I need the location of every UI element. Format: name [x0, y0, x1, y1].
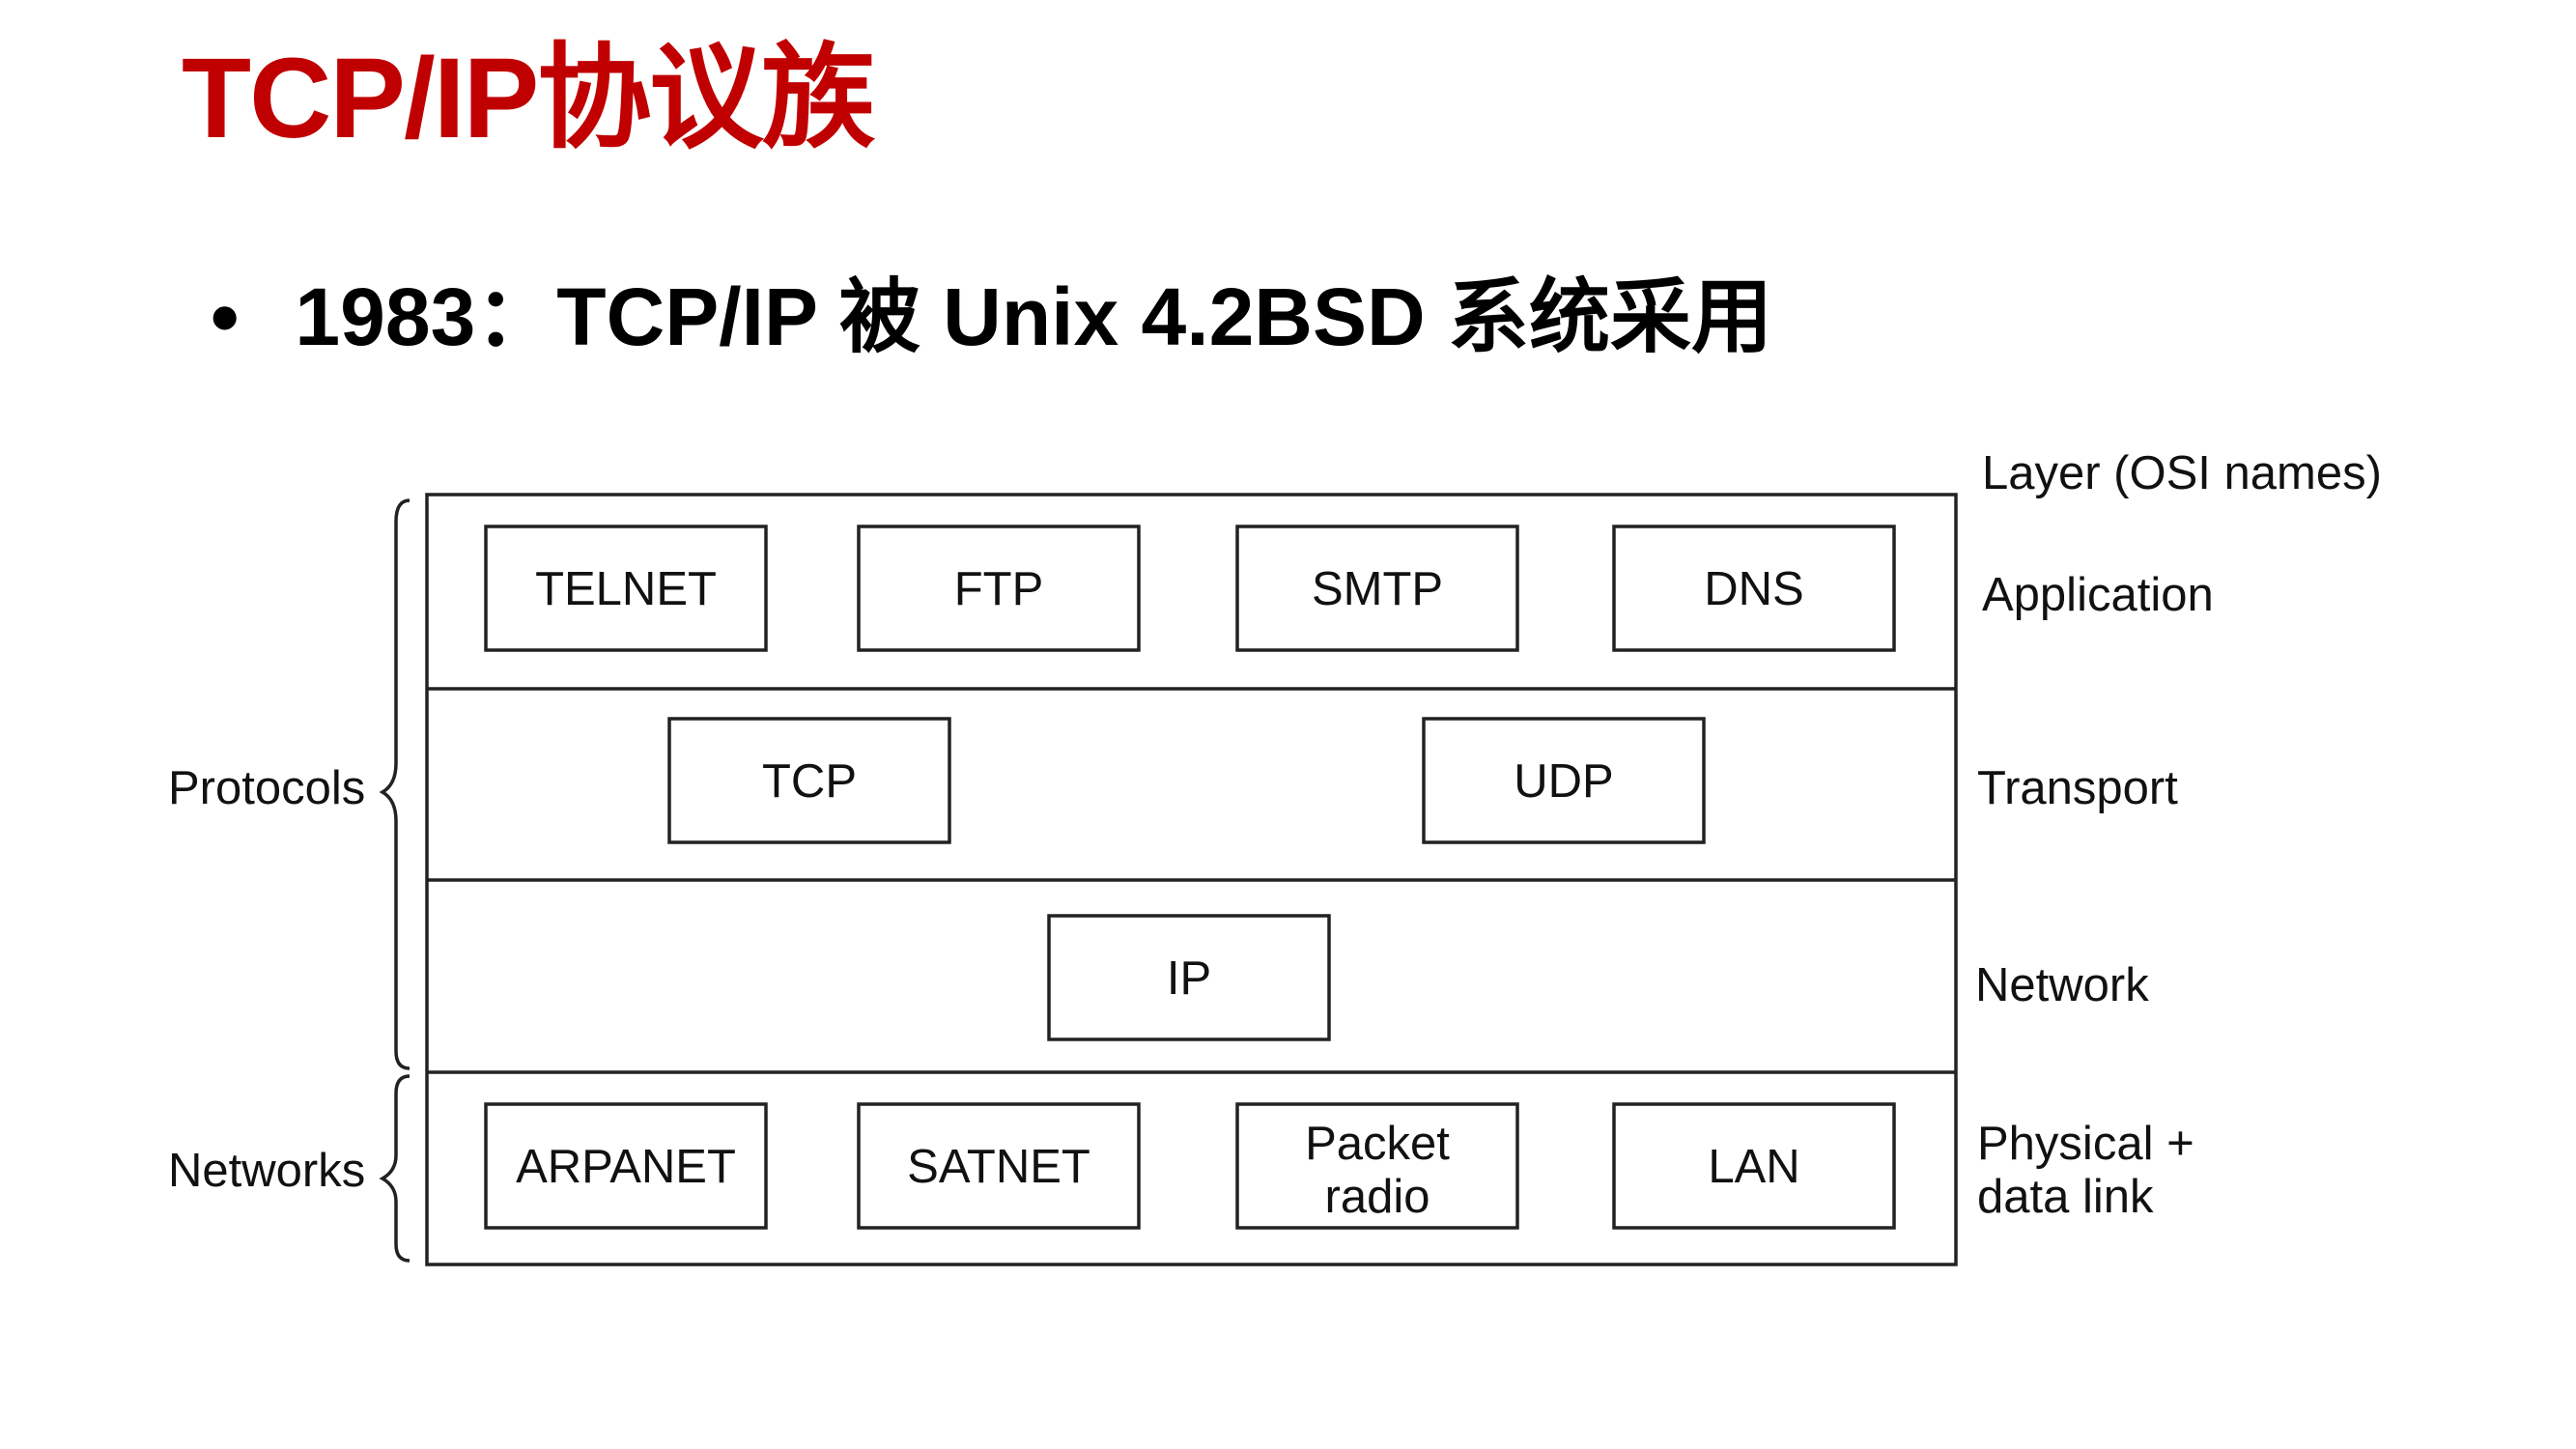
protocol-label: SMTP [1312, 563, 1443, 615]
bullet-marker: • [211, 271, 240, 362]
protocol-box-telnet: TELNET [484, 525, 768, 652]
group-label-networks: Networks [168, 1145, 365, 1197]
bullet-text: 1983：TCP/IP 被 Unix 4.2BSD 系统采用 [295, 271, 1772, 362]
protocol-box-satnet: SATNET [857, 1102, 1141, 1230]
layer-application: TELNET FTP SMTP DNS Application [484, 525, 2214, 652]
layer-transport: TCP UDP Transport [667, 717, 2178, 844]
protocol-label: ARPANET [516, 1141, 736, 1193]
layer-name-transport: Transport [1977, 762, 2178, 814]
protocol-label-line-1: Packet [1305, 1118, 1450, 1170]
protocol-box-lan: LAN [1612, 1102, 1896, 1230]
layer-name-physical-line-1: Physical + [1977, 1118, 2194, 1170]
protocol-label: TCP [762, 755, 857, 808]
protocol-label: DNS [1704, 563, 1803, 615]
bullet-item: • 1983：TCP/IP 被 Unix 4.2BSD 系统采用 [211, 271, 1772, 362]
layer-name-physical-line-2: data link [1977, 1171, 2154, 1223]
protocol-label: SATNET [907, 1141, 1090, 1193]
group-label-protocols: Protocols [168, 762, 365, 814]
protocol-box-arpanet: ARPANET [484, 1102, 768, 1230]
protocol-box-smtp: SMTP [1235, 525, 1519, 652]
protocol-label-line-2: radio [1325, 1171, 1430, 1223]
protocols-brace-icon [379, 498, 410, 1070]
protocol-label: IP [1167, 952, 1211, 1005]
layer-network: IP Network [1047, 914, 2149, 1041]
layer-physical-data-link: ARPANET SATNET Packet radio LAN Physical… [484, 1102, 2194, 1230]
group-networks: Networks [168, 1074, 410, 1263]
layer-name-application: Application [1982, 569, 2214, 621]
layer-header: Layer (OSI names) [1982, 447, 2382, 499]
protocol-box-dns: DNS [1612, 525, 1896, 652]
layer-stack [425, 493, 1958, 1266]
protocol-label: UDP [1514, 755, 1613, 808]
protocol-box-tcp: TCP [667, 717, 951, 844]
group-protocols: Protocols [168, 498, 410, 1070]
networks-brace-icon [379, 1074, 410, 1263]
protocol-label: TELNET [535, 563, 717, 615]
protocol-box-ftp: FTP [857, 525, 1141, 652]
protocol-box-ip: IP [1047, 914, 1331, 1041]
layer-name-network: Network [1975, 959, 2149, 1011]
protocol-label: LAN [1708, 1141, 1799, 1193]
slide-title: TCP/IP协议族 [182, 35, 875, 162]
protocol-label: FTP [954, 563, 1044, 615]
protocol-box-packet-radio: Packet radio [1235, 1102, 1519, 1230]
protocol-box-udp: UDP [1422, 717, 1706, 844]
